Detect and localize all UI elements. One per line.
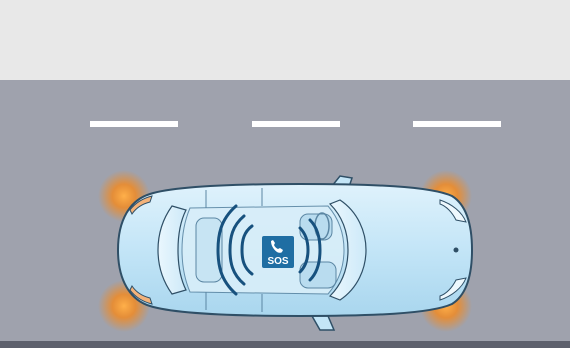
lane-marking bbox=[90, 121, 178, 127]
sky-area bbox=[0, 0, 570, 80]
emblem bbox=[454, 248, 459, 253]
car bbox=[118, 184, 472, 316]
sos-label: SOS bbox=[267, 256, 288, 267]
lane-marking bbox=[413, 121, 501, 127]
lane-marking bbox=[252, 121, 340, 127]
road-edge bbox=[0, 341, 570, 348]
sos-badge: SOS bbox=[262, 236, 294, 268]
